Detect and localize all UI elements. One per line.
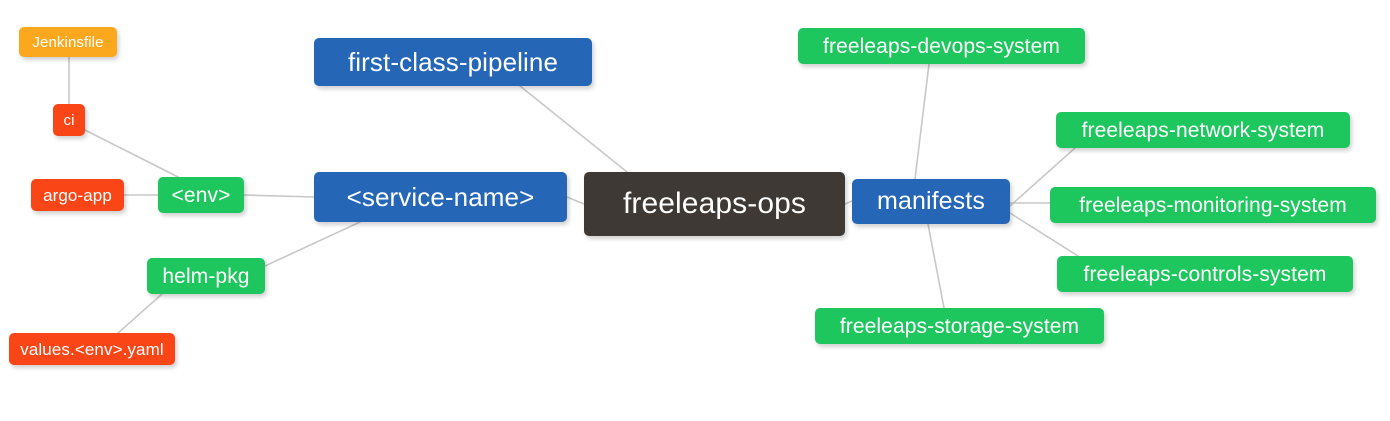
node-freeleaps-controls-system[interactable]: freeleaps-controls-system [1057, 256, 1353, 292]
edge-helm-pkg-to-values-env-yaml [117, 293, 163, 334]
node-first-class-pipeline[interactable]: first-class-pipeline [314, 38, 592, 86]
edge-service-name-to-env [243, 194, 315, 198]
node-values-env-yaml[interactable]: values.<env>.yaml [9, 333, 175, 365]
edge-freeleaps-ops-to-manifests [844, 200, 853, 205]
node-label-env: <env> [171, 183, 231, 207]
edge-env-to-ci [84, 129, 187, 182]
edge-freeleaps-ops-to-service-name [566, 196, 585, 205]
node-ci[interactable]: ci [53, 104, 85, 136]
edge-manifests-to-freeleaps-devops-system [914, 63, 930, 180]
node-freeleaps-ops[interactable]: freeleaps-ops [584, 172, 845, 236]
node-label-freeleaps-ops: freeleaps-ops [622, 187, 807, 220]
node-label-helm-pkg: helm-pkg [162, 264, 250, 288]
node-label-first-class-pipeline: first-class-pipeline [347, 47, 559, 77]
node-label-jenkinsfile: Jenkinsfile [32, 33, 104, 51]
node-manifests[interactable]: manifests [852, 179, 1010, 224]
node-label-freeleaps-devops-system: freeleaps-devops-system [823, 34, 1060, 58]
edge-service-name-to-helm-pkg [264, 221, 361, 267]
node-freeleaps-devops-system[interactable]: freeleaps-devops-system [798, 28, 1085, 64]
node-label-ci: ci [63, 111, 75, 129]
node-freeleaps-storage-system[interactable]: freeleaps-storage-system [815, 308, 1104, 344]
node-freeleaps-monitoring-system[interactable]: freeleaps-monitoring-system [1050, 187, 1376, 223]
node-service-name[interactable]: <service-name> [314, 172, 567, 222]
node-env[interactable]: <env> [158, 177, 244, 213]
node-label-freeleaps-network-system: freeleaps-network-system [1081, 118, 1325, 142]
node-helm-pkg[interactable]: helm-pkg [147, 258, 265, 294]
node-label-freeleaps-monitoring-system: freeleaps-monitoring-system [1079, 193, 1347, 217]
node-jenkinsfile[interactable]: Jenkinsfile [19, 27, 117, 57]
node-label-freeleaps-controls-system: freeleaps-controls-system [1083, 262, 1327, 286]
node-label-argo-app: argo-app [43, 185, 112, 205]
node-label-service-name: <service-name> [346, 182, 535, 212]
node-freeleaps-network-system[interactable]: freeleaps-network-system [1056, 112, 1350, 148]
edge-freeleaps-ops-to-first-class-pipeline [519, 85, 628, 173]
node-label-values-env-yaml: values.<env>.yaml [20, 339, 164, 359]
edge-manifests-to-freeleaps-storage-system [927, 223, 945, 309]
node-label-manifests: manifests [877, 187, 985, 215]
node-argo-app[interactable]: argo-app [31, 179, 124, 211]
node-label-freeleaps-storage-system: freeleaps-storage-system [839, 314, 1080, 338]
